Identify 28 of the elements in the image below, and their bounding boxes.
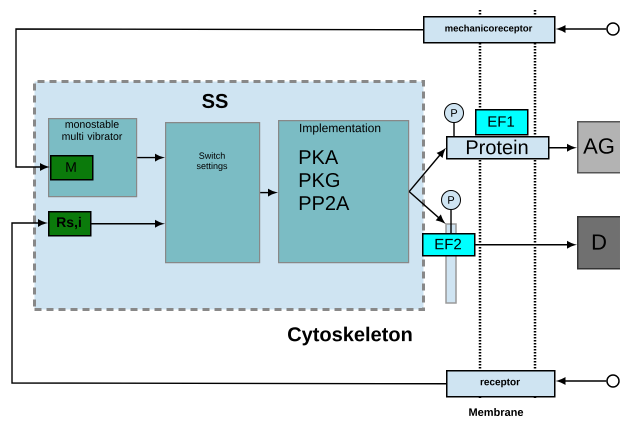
arrow — [558, 26, 606, 32]
arrow — [558, 378, 606, 384]
output-box: AG — [577, 121, 620, 174]
arrow — [92, 220, 163, 228]
receptor-box: mechanicoreceptor — [423, 16, 556, 44]
signal-box: Rs,i — [48, 211, 92, 236]
arrow — [408, 149, 445, 192]
arrow — [550, 144, 575, 152]
arrow — [11, 220, 446, 384]
process-box: Implementation PKA PKG PP2A — [278, 120, 410, 264]
leader-line — [450, 210, 452, 233]
terminal-circle — [606, 22, 620, 36]
factor-box: EF1 — [475, 109, 528, 136]
signal-box: M — [50, 155, 94, 180]
process-box: Switch settings — [165, 122, 260, 264]
protein-box: Protein — [446, 136, 550, 160]
receptor-box: receptor — [446, 370, 556, 398]
factor-box: EF2 — [422, 223, 476, 304]
leader-line — [453, 123, 455, 136]
region-label: Cytoskeleton — [288, 326, 412, 346]
terminal-circle — [606, 374, 620, 388]
arrow — [408, 191, 444, 223]
arrow — [260, 189, 276, 196]
arrow — [137, 154, 163, 162]
arrow — [476, 241, 575, 248]
arrow — [15, 28, 423, 170]
region-label: Membrane — [469, 408, 524, 416]
output-box: D — [577, 216, 620, 270]
